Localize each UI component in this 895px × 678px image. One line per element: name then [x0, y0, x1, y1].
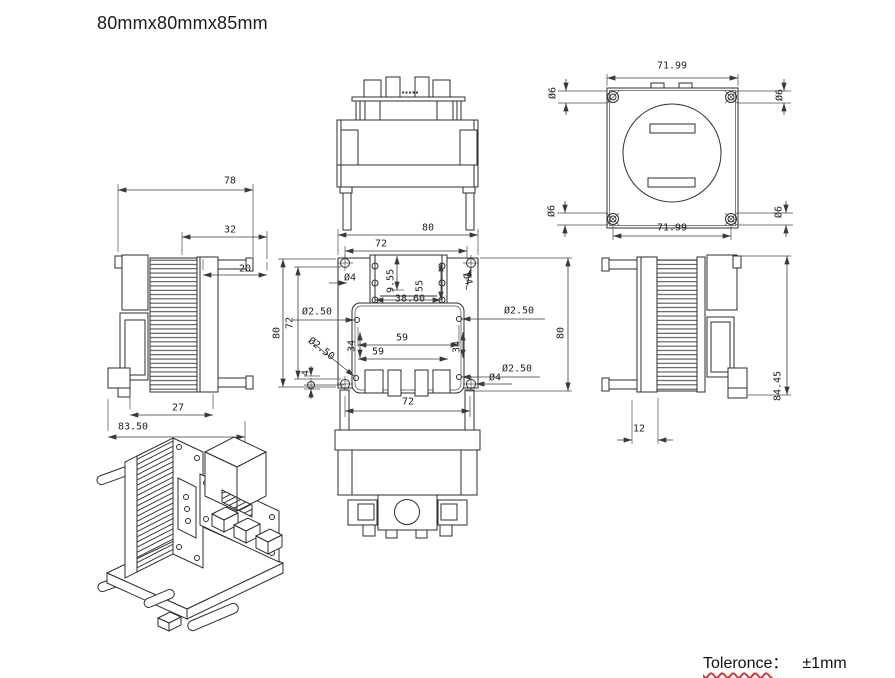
bottom-view [334, 429, 481, 539]
front-view [336, 76, 479, 231]
top-face-view [557, 74, 793, 240]
tolerance-note: Toleronce： ±1mm [703, 649, 847, 673]
drawing-title: 80mmx80mmx85mm [97, 13, 268, 33]
tolerance-word: Toleronce [703, 655, 773, 672]
tolerance-value: ±1mm [802, 655, 847, 672]
right-side-view [601, 254, 791, 444]
isometric-view [96, 436, 285, 632]
left-side-view [107, 184, 268, 442]
plan-view [278, 229, 572, 431]
tolerance-colon: ： [772, 655, 789, 672]
